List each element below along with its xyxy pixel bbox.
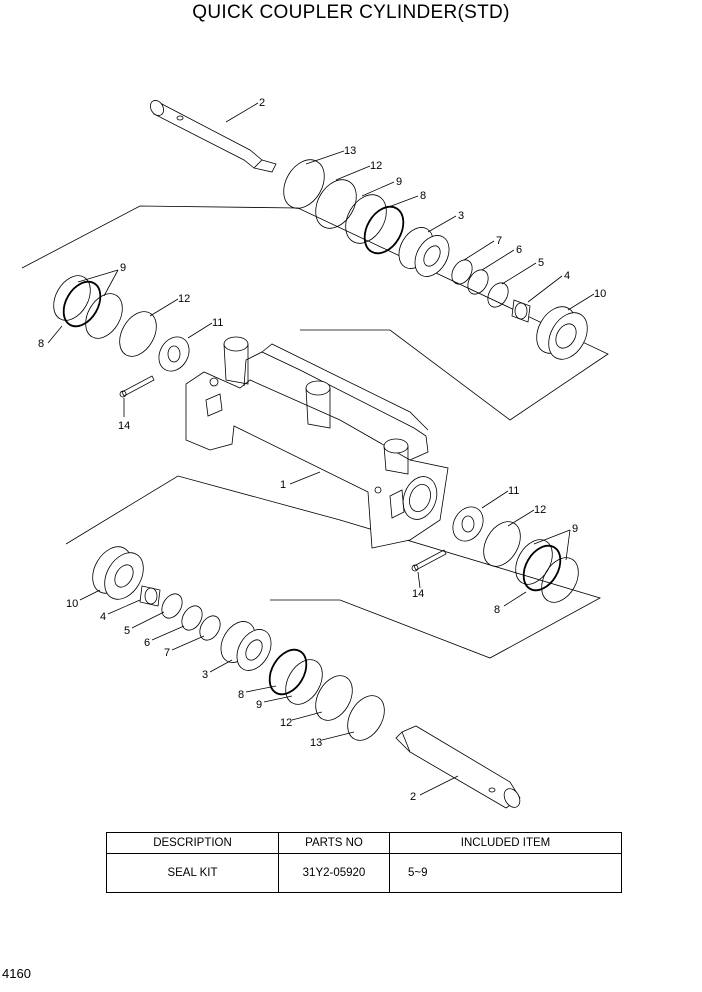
o-ring-8-left <box>62 280 102 328</box>
snap-ring-upper <box>283 159 325 209</box>
seal-5-lower <box>161 593 183 619</box>
seal-6-upper <box>467 269 489 295</box>
callout-9-right: 9 <box>572 523 578 535</box>
callout-10-top: 10 <box>594 288 606 300</box>
callout-3-top: 3 <box>458 210 464 222</box>
callout-8-top: 8 <box>420 190 426 202</box>
backup-ring-9-upper <box>345 194 387 244</box>
callout-5-bottom: 5 <box>124 625 130 637</box>
callout-12-bottom: 12 <box>280 717 292 729</box>
header-included-item: INCLUDED ITEM <box>389 832 622 854</box>
parts-table: DESCRIPTION PARTS NO INCLUDED ITEM SEAL … <box>106 832 622 893</box>
nut-11-left <box>158 336 190 372</box>
callout-8-left: 8 <box>38 338 44 350</box>
backup-ring-12-left <box>119 311 157 357</box>
callout-10-bottom: 10 <box>66 598 78 610</box>
callout-9-left: 9 <box>120 262 126 274</box>
callout-9-bottom: 9 <box>256 699 262 711</box>
seal-7-upper <box>451 259 473 285</box>
snap-ring-lower <box>347 695 385 741</box>
callout-5-top: 5 <box>538 257 544 269</box>
callout-12-top: 12 <box>370 160 382 172</box>
callout-8-right: 8 <box>494 604 500 616</box>
cylinder-body <box>185 336 449 549</box>
cell-included-item: 5~9 <box>389 853 622 893</box>
callout-11-left: 11 <box>212 317 223 329</box>
cell-description: SEAL KIT <box>106 853 279 893</box>
backup-ring-12-upper <box>315 179 357 229</box>
gland-10-upper <box>536 306 588 360</box>
callout-14-left: 14 <box>118 420 130 432</box>
lower-guide-frame <box>65 475 602 659</box>
callout-9-top: 9 <box>396 176 402 188</box>
cell-parts-no: 31Y2-05920 <box>278 853 390 893</box>
callout-13-bottom: 13 <box>310 737 322 749</box>
header-parts-no: PARTS NO <box>278 832 390 854</box>
page-title: QUICK COUPLER CYLINDER(STD) <box>192 2 510 23</box>
callout-11-right: 11 <box>508 485 519 497</box>
bushing-4-lower <box>139 585 161 607</box>
callout-4-top: 4 <box>564 270 570 282</box>
table-row: SEAL KIT 31Y2-05920 5~9 <box>106 853 622 893</box>
ring-set-left-1 <box>53 275 91 321</box>
table-header-row: DESCRIPTION PARTS NO INCLUDED ITEM <box>106 832 622 854</box>
callout-6-bottom: 6 <box>144 637 150 649</box>
cotter-pin-left <box>119 375 155 398</box>
callout-7-top: 7 <box>496 235 502 247</box>
o-ring-8-right <box>522 544 562 592</box>
leader-lines <box>47 102 595 796</box>
piston-upper <box>398 227 450 277</box>
callout-6-top: 6 <box>516 244 522 256</box>
backup-ring-9-lower <box>285 659 323 705</box>
seal-7-lower <box>199 615 221 641</box>
seal-5-upper <box>487 282 509 308</box>
ring-set-left-3 <box>85 293 123 339</box>
callout-1: 1 <box>280 479 286 491</box>
backup-ring-12-lower <box>315 675 353 721</box>
callout-2-top: 2 <box>259 97 265 109</box>
callout-8-bottom: 8 <box>238 689 244 701</box>
callout-3-bottom: 3 <box>202 669 208 681</box>
callout-labels: 2 13 12 9 8 3 7 6 5 4 10 9 12 11 8 14 1 … <box>38 97 606 803</box>
nut-11-right <box>452 506 484 542</box>
callout-14-right: 14 <box>412 588 424 600</box>
callout-12-right: 12 <box>534 504 546 516</box>
cotter-pin-right <box>411 549 447 572</box>
page-number: 4160 <box>2 966 31 981</box>
upper-guide-frame <box>21 205 609 421</box>
callout-12-left: 12 <box>178 293 190 305</box>
seal-6-lower <box>181 605 203 631</box>
header-description: DESCRIPTION <box>106 832 279 854</box>
callout-2-bottom: 2 <box>410 791 416 803</box>
o-ring-8-upper <box>363 205 405 255</box>
bushing-4-upper <box>511 299 531 323</box>
ring-set-right-3 <box>541 557 579 603</box>
callout-13-top: 13 <box>344 145 356 157</box>
pin-lower <box>395 725 521 809</box>
o-ring-8-lower <box>268 648 308 696</box>
backup-ring-12-right <box>483 521 521 567</box>
callout-7-bottom: 7 <box>164 647 170 659</box>
pin-upper <box>150 100 277 173</box>
gland-10-lower <box>92 546 144 600</box>
piston-lower <box>220 621 272 671</box>
callout-4-bottom: 4 <box>100 611 106 623</box>
